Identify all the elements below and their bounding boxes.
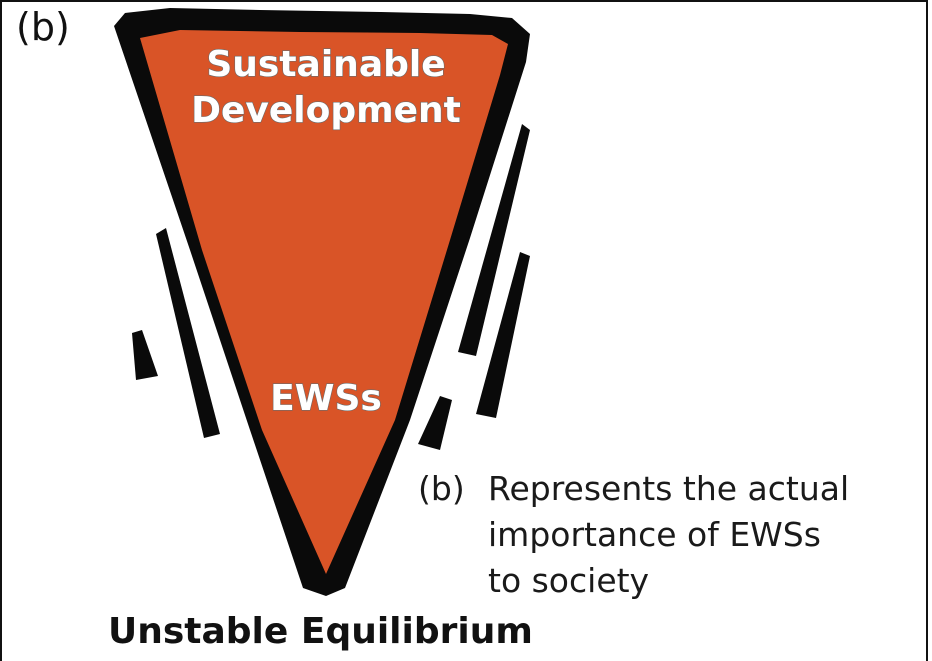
left-shard-small [132, 330, 158, 380]
sustainable-label: Sustainable [206, 44, 445, 85]
caption-line-3: to society [488, 561, 650, 600]
right-shard-middle [476, 252, 530, 418]
unstable-equilibrium-label: Unstable Equilibrium [108, 611, 533, 652]
right-shard-small [418, 396, 452, 450]
caption-line-1: (b) Represents the actual [418, 466, 918, 512]
development-label: Development [191, 90, 461, 131]
caption-line-1-text: Represents the actual [488, 469, 850, 508]
caption-prefix: (b) [418, 469, 465, 508]
triangle-fill [140, 30, 508, 574]
left-shard-long [156, 228, 220, 438]
right-shard-upper [458, 124, 530, 356]
caption: (b) Represents the actual importance of E… [418, 466, 918, 604]
panel-label: (b) [16, 5, 70, 49]
ews-label: EWSs [270, 378, 382, 419]
caption-line-2: importance of EWSs [488, 515, 821, 554]
